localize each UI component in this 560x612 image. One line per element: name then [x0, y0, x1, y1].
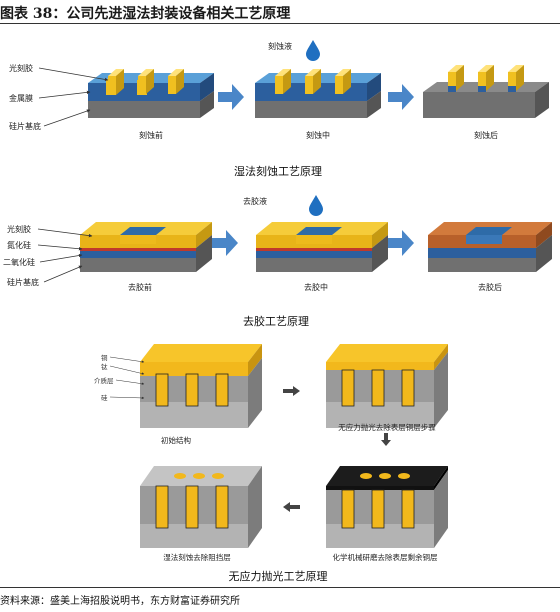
arrow-right-icon: [388, 230, 414, 256]
polish-step1-block: [326, 344, 448, 428]
strip-before-block: [80, 222, 212, 272]
section-caption-wet-etch: 湿法刻蚀工艺原理: [234, 165, 322, 178]
step-label-strip-before: 去胶前: [128, 283, 152, 292]
step-label-etch-during: 刻蚀中: [306, 131, 330, 140]
step-label-cmp: 化学机械研磨去除表层剩余铜层: [332, 553, 438, 562]
arrow-right-icon: [218, 84, 244, 110]
label-copper: 铜: [101, 354, 108, 362]
etch-after-block: [423, 65, 549, 118]
figure-title: 图表 38：公司先进湿法封装设备相关工艺原理: [0, 6, 291, 22]
step-label-strip-during: 去胶中: [304, 283, 328, 292]
section-caption-strip: 去胶工艺原理: [243, 315, 309, 328]
arrow-left-icon: [283, 502, 300, 512]
etch-during-block: [255, 69, 381, 118]
label-silicon: 硅: [101, 394, 108, 402]
step-label-strip-after: 去胶后: [478, 283, 502, 292]
step-label-stress-free-polish: 无应力抛光去除表层铜层步骤: [338, 423, 436, 432]
label-silicon-nitride: 氮化硅: [7, 241, 31, 250]
polish-step2-block: [326, 466, 448, 548]
arrow-right-icon: [283, 386, 300, 396]
strip-during-block: [256, 222, 388, 272]
step-label-etch-after: 刻蚀后: [474, 131, 498, 140]
label-silicon-substrate: 硅片基底: [9, 122, 41, 131]
polish-step3-block: [140, 466, 262, 548]
strip-after-block: [428, 222, 552, 272]
step-label-etch-before: 刻蚀前: [139, 131, 163, 140]
label-metal-film: 金属膜: [9, 94, 33, 103]
step-label-initial-structure: 初始结构: [161, 436, 191, 445]
header-divider: [0, 23, 560, 24]
arrow-right-icon: [388, 84, 414, 110]
label-stripper: 去胶液: [243, 197, 267, 206]
label-titanium: 钛: [101, 363, 108, 371]
label-photoresist: 光刻胶: [9, 64, 33, 73]
polish-initial-block: [140, 344, 262, 428]
source-note: 资料来源：盛美上海招股说明书，东方财富证券研究所: [0, 596, 240, 607]
label-dielectric: 介质层: [94, 377, 114, 385]
droplet-icon: [306, 40, 320, 61]
step-label-wet-etch-barrier: 湿法刻蚀去除阻挡层: [163, 553, 231, 562]
label-silicon-dioxide: 二氧化硅: [3, 258, 35, 267]
label-etchant: 刻蚀液: [268, 42, 292, 51]
footer-divider: [0, 587, 560, 588]
label-photoresist: 光刻胶: [7, 225, 31, 234]
arrow-down-icon: [381, 433, 391, 446]
section-caption-polish: 无应力抛光工艺原理: [228, 570, 328, 583]
arrow-right-icon: [212, 230, 238, 256]
etch-before-resist-bars: [108, 69, 184, 94]
label-silicon-substrate: 硅片基底: [7, 278, 39, 287]
droplet-icon: [309, 195, 323, 216]
